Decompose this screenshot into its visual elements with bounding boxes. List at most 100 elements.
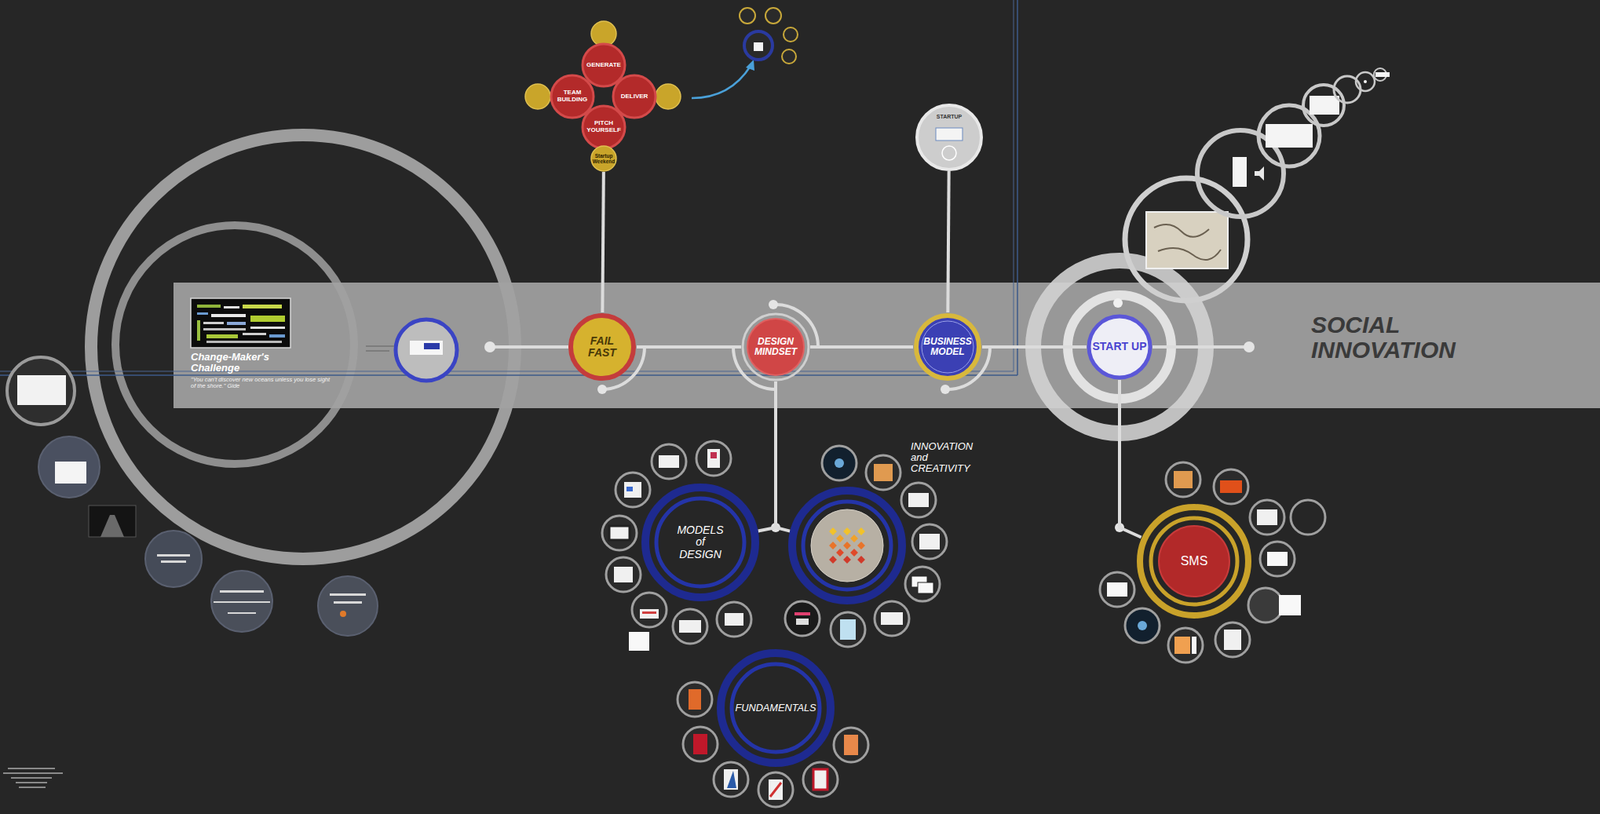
circle-node: INNOVATION and CREATIVITY bbox=[788, 486, 906, 605]
thumbnail bbox=[1137, 621, 1148, 631]
word-cloud-detail bbox=[197, 320, 201, 341]
circle-node: GENERATE bbox=[580, 42, 627, 88]
diamond-tile bbox=[829, 527, 837, 536]
diamond-tile bbox=[843, 541, 852, 550]
node-outline bbox=[645, 487, 756, 598]
orbit-dot bbox=[768, 299, 779, 310]
thumbnail-ring bbox=[1248, 588, 1283, 623]
thumbnail bbox=[693, 734, 708, 755]
node-shape bbox=[580, 42, 627, 88]
thumbnail bbox=[642, 611, 657, 614]
node-text: TEAM BUILDING bbox=[554, 89, 591, 103]
band-label: SOCIAL INNOVATION bbox=[1311, 312, 1492, 364]
word-cloud-image bbox=[190, 298, 291, 348]
thumbnail bbox=[840, 619, 856, 640]
node-outline bbox=[720, 653, 831, 764]
thumbnail bbox=[768, 779, 783, 800]
word-cloud-detail bbox=[203, 321, 224, 325]
fine-print bbox=[365, 345, 395, 348]
node-text: MODELS of DESIGN bbox=[674, 524, 727, 560]
node-outline bbox=[747, 318, 804, 376]
circle-node: BUSINESS MODEL bbox=[913, 312, 983, 382]
slide-detail bbox=[157, 554, 190, 557]
slide-thumbnail bbox=[1232, 157, 1247, 187]
thumbnail-ring bbox=[615, 472, 651, 508]
thumbnail bbox=[613, 566, 633, 583]
frame-line bbox=[1013, 0, 1015, 372]
word-cloud-detail bbox=[250, 326, 285, 329]
thumbnail-ring bbox=[696, 441, 731, 476]
thumbnail bbox=[1278, 595, 1301, 616]
word-cloud-detail bbox=[269, 334, 285, 338]
thumbnail-group bbox=[602, 441, 752, 651]
thumbnail bbox=[843, 734, 859, 756]
thumbnail bbox=[796, 618, 809, 625]
satellite-circle bbox=[781, 49, 797, 64]
node-outline bbox=[582, 43, 625, 87]
diamond-tile bbox=[829, 555, 837, 564]
slide-detail bbox=[227, 612, 256, 614]
node-shape bbox=[567, 312, 637, 382]
node-text: FUNDAMENTALS bbox=[734, 702, 817, 714]
image-panel: Change-Maker's Challenge"You can't disco… bbox=[190, 298, 348, 399]
node-shape bbox=[641, 483, 760, 602]
fine-print bbox=[15, 781, 48, 784]
thumbnail-ring bbox=[1099, 572, 1135, 607]
node-shape bbox=[716, 649, 835, 768]
satellite-circle bbox=[655, 84, 681, 110]
circle-node: FAIL FAST bbox=[567, 312, 637, 382]
slide-detail bbox=[219, 590, 264, 593]
word-cloud-detail bbox=[242, 304, 282, 309]
thumbnail bbox=[679, 620, 702, 633]
thumbnail bbox=[1106, 582, 1128, 597]
node-text: DESIGN MINDSET bbox=[750, 336, 801, 358]
thumbnail-ring bbox=[1125, 608, 1160, 643]
frame-line bbox=[0, 371, 1014, 373]
intro-ring bbox=[395, 319, 457, 381]
thumbnail-ring bbox=[677, 682, 713, 717]
slide-circle bbox=[7, 357, 75, 425]
slide-detail bbox=[329, 593, 366, 596]
slide-detail bbox=[333, 601, 362, 604]
circle-node: PITCH YOURSELF bbox=[580, 104, 627, 150]
connector-line bbox=[636, 345, 742, 349]
thumbnail bbox=[813, 769, 828, 790]
thumbnail-ring bbox=[1213, 469, 1249, 505]
node-text: PITCH YOURSELF bbox=[585, 120, 622, 134]
diamond-tile bbox=[850, 548, 859, 557]
word-cloud-detail bbox=[223, 306, 240, 309]
slide-detail bbox=[339, 610, 347, 618]
connector-line bbox=[947, 171, 949, 313]
node-shape bbox=[1086, 314, 1153, 380]
photo-detail bbox=[100, 515, 125, 537]
thumbnail bbox=[609, 526, 630, 541]
node-outline bbox=[916, 105, 982, 170]
node-text: INNOVATION and CREATIVITY bbox=[910, 441, 982, 475]
thumbnail bbox=[624, 482, 642, 498]
thumbnail bbox=[726, 770, 737, 789]
thumbnail bbox=[688, 689, 702, 710]
slide-thumbnail bbox=[1375, 72, 1390, 77]
thumbnail-ring bbox=[830, 612, 866, 647]
thumbnail bbox=[794, 612, 811, 616]
thumbnail bbox=[710, 452, 717, 459]
map-detail bbox=[1154, 224, 1221, 260]
thumbnail-ring bbox=[606, 557, 641, 592]
thumbnail-ring bbox=[631, 592, 667, 628]
curved-arrow bbox=[691, 65, 751, 99]
thumbnail-group bbox=[677, 682, 869, 808]
connector-line bbox=[1119, 379, 1142, 537]
zoom-ring bbox=[1303, 84, 1345, 126]
thumbnail-ring bbox=[874, 601, 910, 636]
arrow-head bbox=[745, 59, 755, 71]
diamond-tile bbox=[829, 541, 837, 550]
node-text: FAIL FAST bbox=[579, 335, 625, 359]
circle-node: TEAM BUILDING bbox=[549, 73, 596, 120]
timeline-line bbox=[489, 345, 569, 349]
word-cloud-detail bbox=[206, 340, 282, 344]
thumbnail bbox=[1191, 636, 1197, 654]
frame-line bbox=[0, 374, 1018, 377]
diamond-tile bbox=[857, 541, 866, 550]
thumbnail bbox=[1174, 636, 1191, 654]
thumbnail-ring bbox=[1249, 500, 1285, 535]
